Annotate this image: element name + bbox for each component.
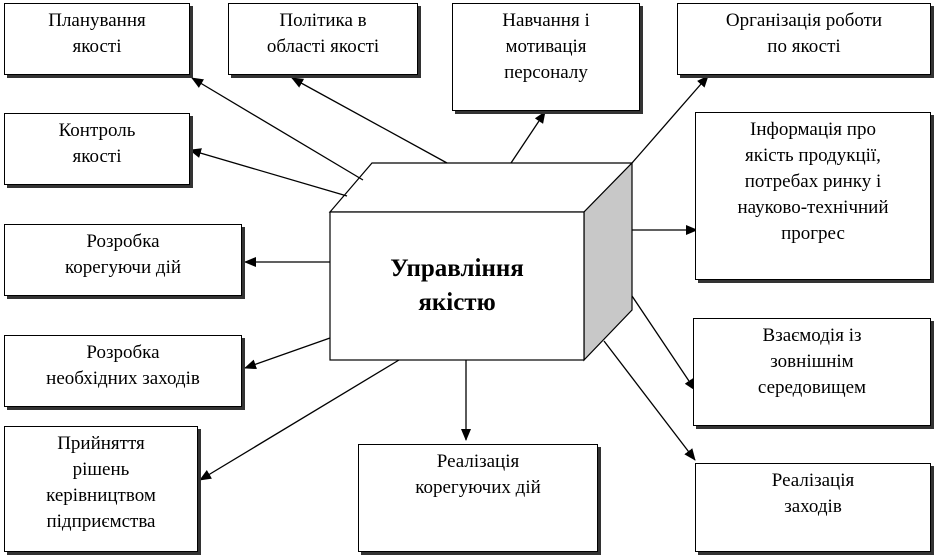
- arrow-to-control: [189, 148, 348, 197]
- arrow-to-measures-development: [244, 337, 331, 370]
- node-label: Політика в області якості: [266, 10, 380, 57]
- node-market-information: Інформація про якість продукції, потреба…: [695, 112, 931, 280]
- node-corrective-actions-realization: Реалізація корегуючих дій: [358, 444, 598, 552]
- arrow-to-organization: [631, 75, 709, 164]
- node-label: Розробка необхідних заходів: [46, 342, 200, 389]
- node-label: Прийняття рішень керівництвом підприємст…: [46, 433, 156, 532]
- node-training-motivation: Навчання і мотивація персоналу: [452, 3, 640, 111]
- node-label: Реалізація заходів: [771, 470, 855, 517]
- center-cube: [328, 161, 634, 362]
- arrow-to-decisions: [199, 359, 400, 481]
- arrow-to-policy: [291, 77, 448, 164]
- arrow-to-planning: [191, 77, 364, 181]
- node-label: Інформація про якість продукції, потреба…: [737, 119, 889, 244]
- node-quality-organization: Організація роботи по якості: [677, 3, 931, 75]
- arrow-to-training: [510, 111, 546, 164]
- node-label: Реалізація корегуючих дій: [415, 451, 541, 498]
- node-measures-development: Розробка необхідних заходів: [4, 335, 242, 407]
- cube-front-face: [329, 211, 585, 361]
- node-quality-planning: Планування якості: [4, 3, 190, 75]
- node-external-interaction: Взаємодія із зовнішнім середовищем: [693, 318, 931, 426]
- node-label: Планування якості: [48, 10, 146, 57]
- arrow-to-interaction: [631, 295, 696, 391]
- center-label: Управління якістю: [390, 255, 524, 316]
- node-management-decisions: Прийняття рішень керівництвом підприємст…: [4, 426, 198, 552]
- node-quality-policy: Політика в області якості: [228, 3, 418, 75]
- node-label: Контроль якості: [58, 120, 136, 167]
- node-corrective-actions-development: Розробка корегуючи дій: [4, 224, 242, 296]
- node-label: Взаємодія із зовнішнім середовищем: [757, 325, 867, 398]
- arrow-to-measures-realization: [603, 340, 696, 461]
- node-label: Навчання і мотивація персоналу: [502, 10, 590, 83]
- node-label: Розробка корегуючи дій: [64, 231, 182, 278]
- cube-top-face: [328, 162, 634, 213]
- node-quality-control: Контроль якості: [4, 113, 190, 185]
- node-measures-realization: Реалізація заходів: [695, 463, 931, 552]
- node-label: Організація роботи по якості: [725, 10, 883, 57]
